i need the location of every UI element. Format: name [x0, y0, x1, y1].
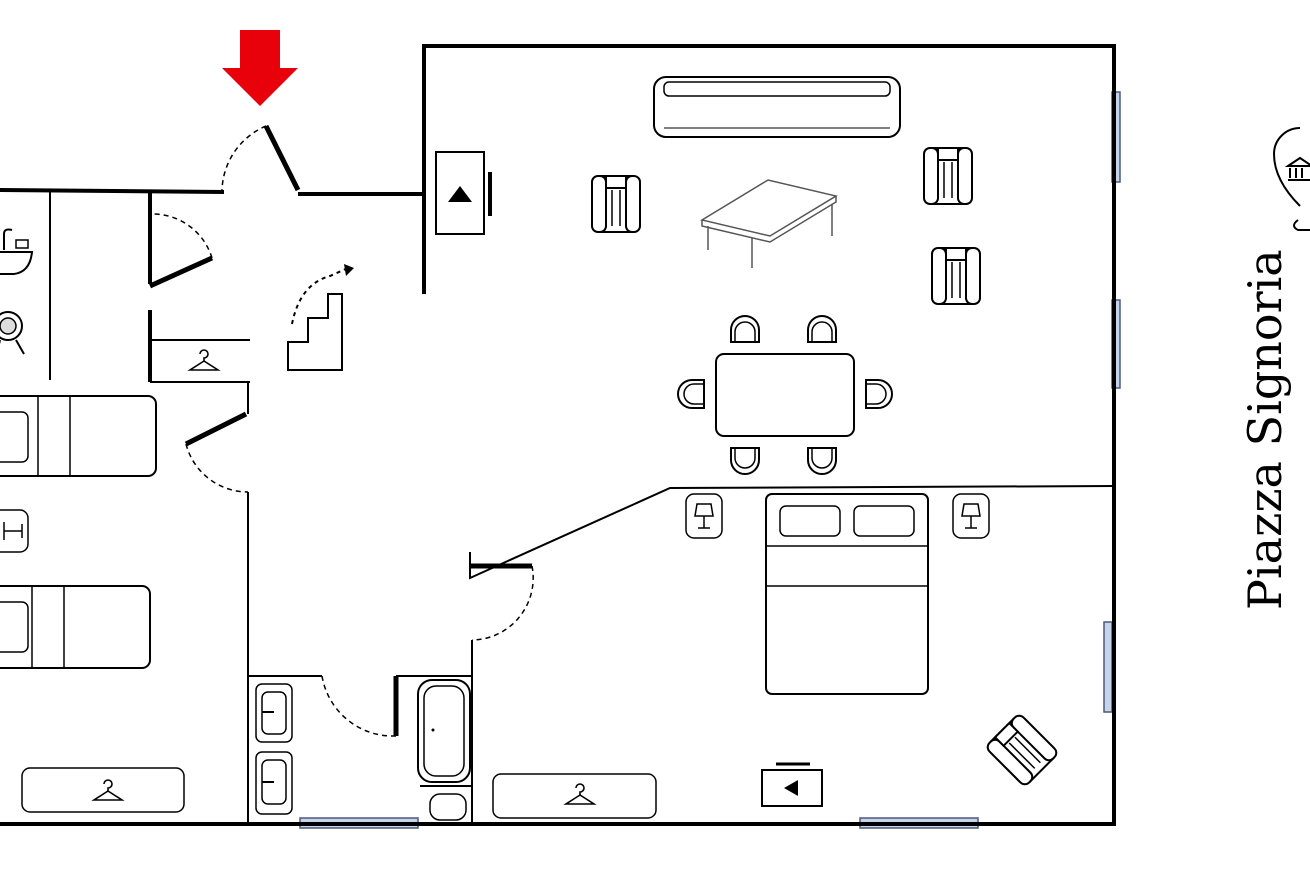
lamp-icon	[952, 493, 990, 539]
single-bed	[0, 585, 151, 669]
location-label: Piazza Signoria	[1238, 249, 1292, 610]
living-room	[287, 76, 981, 475]
dining-table	[677, 315, 893, 475]
armchair-right-2	[931, 247, 981, 305]
laundry-door-swing	[151, 213, 213, 259]
armchair-right-1	[923, 147, 973, 205]
entrance-arrow-icon	[222, 30, 298, 106]
sink-icon	[0, 228, 34, 275]
hanger-icon	[189, 349, 219, 371]
museum-location-pin-icon	[1272, 127, 1310, 231]
bedroom1-door-swing	[471, 565, 534, 641]
coffee-table	[700, 179, 838, 268]
armchair-left	[591, 175, 641, 233]
walls	[0, 44, 1116, 826]
sink-icon	[255, 683, 293, 743]
sink-icon	[255, 751, 293, 815]
entrance-door-swing	[221, 125, 267, 191]
tv-icon	[435, 151, 492, 235]
bathroom	[255, 679, 471, 821]
utility-room	[0, 228, 219, 371]
nightstand	[0, 509, 29, 553]
window-right-3	[1103, 621, 1113, 713]
bathroom-door-swing	[321, 675, 397, 737]
washing-machine-icon	[0, 311, 25, 355]
laundry-door-leaf	[148, 255, 214, 289]
bedroom2-door-leaf	[184, 411, 248, 447]
tv-icon	[761, 762, 823, 807]
second-bedroom	[0, 395, 185, 813]
stairs-icon	[287, 264, 354, 371]
lamp-icon	[685, 493, 723, 539]
entrance-door-leaf	[263, 124, 301, 192]
master-bedroom	[492, 493, 1060, 819]
sofa	[653, 76, 901, 138]
wardrobe	[21, 767, 185, 813]
doors	[148, 124, 534, 737]
single-bed	[0, 395, 157, 477]
wardrobe	[492, 773, 657, 819]
toilet	[429, 793, 467, 821]
bedroom2-door-swing	[185, 443, 249, 493]
double-bed	[765, 493, 929, 695]
bathtub	[417, 679, 471, 783]
armchair-corner	[984, 712, 1060, 788]
closet	[189, 349, 219, 371]
